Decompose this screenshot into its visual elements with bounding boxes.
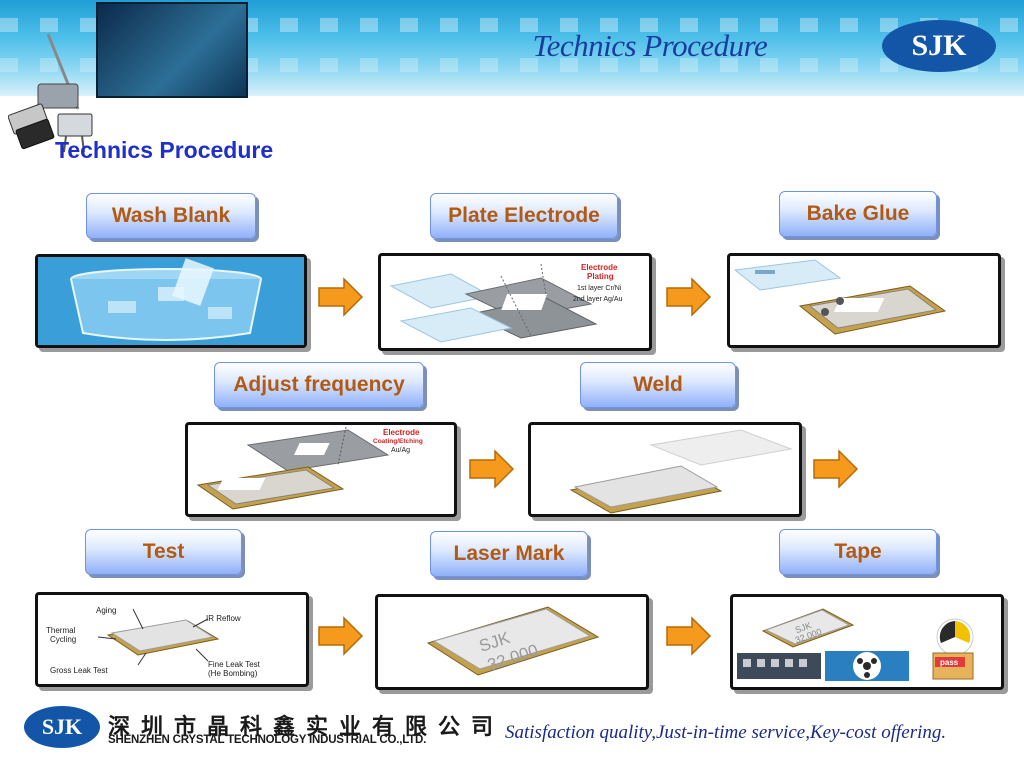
step-adjust-frequency: Adjust frequency — [214, 362, 424, 408]
step-test: Test — [85, 529, 242, 575]
sjk-logo-text: SJK — [911, 29, 967, 62]
adjust-title1: Electrode — [383, 428, 420, 437]
arrow-icon — [666, 616, 712, 656]
plate-electrode-title2: Plating — [587, 272, 614, 281]
test-thermal2: Cycling — [50, 635, 76, 644]
plate-layer2: 2nd layer Ag/Au — [573, 296, 623, 303]
arrow-icon — [318, 616, 364, 656]
footer-company-en: SHENZHEN CRYSTAL TECHNOLOGY INDUSTRIAL C… — [108, 734, 427, 746]
panel-test: Aging Thermal Cycling IR Reflow Gross Le… — [35, 592, 309, 687]
test-aging: Aging — [96, 606, 116, 615]
panel-adjust-frequency: Electrode Coating/Etching Au/Ag — [185, 422, 457, 517]
plate-electrode-title1: Electrode — [581, 263, 618, 272]
footer-logo-text: SJK — [41, 714, 83, 739]
arrow-icon — [318, 277, 364, 317]
tape-pass-label: pass — [940, 658, 959, 667]
step-wash-blank: Wash Blank — [86, 193, 256, 239]
step-tape: Tape — [779, 529, 937, 575]
step-laser-mark: Laser Mark — [430, 531, 588, 577]
page-title: Technics Procedure — [55, 137, 274, 163]
header-banner — [0, 0, 1024, 98]
test-fine1: Fine Leak Test — [208, 660, 261, 669]
footer-sjk-logo: SJK — [24, 706, 100, 748]
adjust-material: Au/Ag — [391, 447, 410, 454]
arrow-icon — [666, 277, 712, 317]
banner-title: Technics Procedure — [532, 28, 768, 63]
panel-tape: SJK 32.000 pass — [730, 594, 1004, 690]
panel-plate-electrode: Electrode Plating 1st layer Cr/Ni 2nd la… — [378, 253, 652, 351]
panel-wash-blank — [35, 254, 307, 348]
panel-laser-mark: SJK 32.000 — [375, 594, 649, 690]
sjk-logo: SJK — [882, 20, 996, 72]
test-thermal1: Thermal — [46, 626, 76, 635]
footer-company-cn: 深圳市晶科鑫实业有限公司 — [108, 714, 505, 739]
test-reflow: IR Reflow — [206, 614, 241, 623]
panel-weld — [528, 422, 802, 517]
test-gross: Gross Leak Test — [50, 666, 108, 675]
plate-layer1: 1st layer Cr/Ni — [577, 285, 622, 292]
header-photo — [96, 2, 248, 98]
step-plate-electrode: Plate Electrode — [430, 193, 618, 239]
footer-slogan: Satisfaction quality,Just-in-time servic… — [505, 722, 947, 743]
arrow-icon — [813, 449, 859, 489]
adjust-title2: Coating/Etching — [373, 438, 423, 445]
arrow-icon — [469, 449, 515, 489]
test-fine2: (He Bombing) — [208, 669, 258, 678]
panel-bake-glue — [727, 253, 1001, 348]
crystal-parts-icon — [7, 24, 100, 154]
step-weld: Weld — [580, 362, 736, 408]
step-bake-glue: Bake Glue — [779, 191, 937, 237]
